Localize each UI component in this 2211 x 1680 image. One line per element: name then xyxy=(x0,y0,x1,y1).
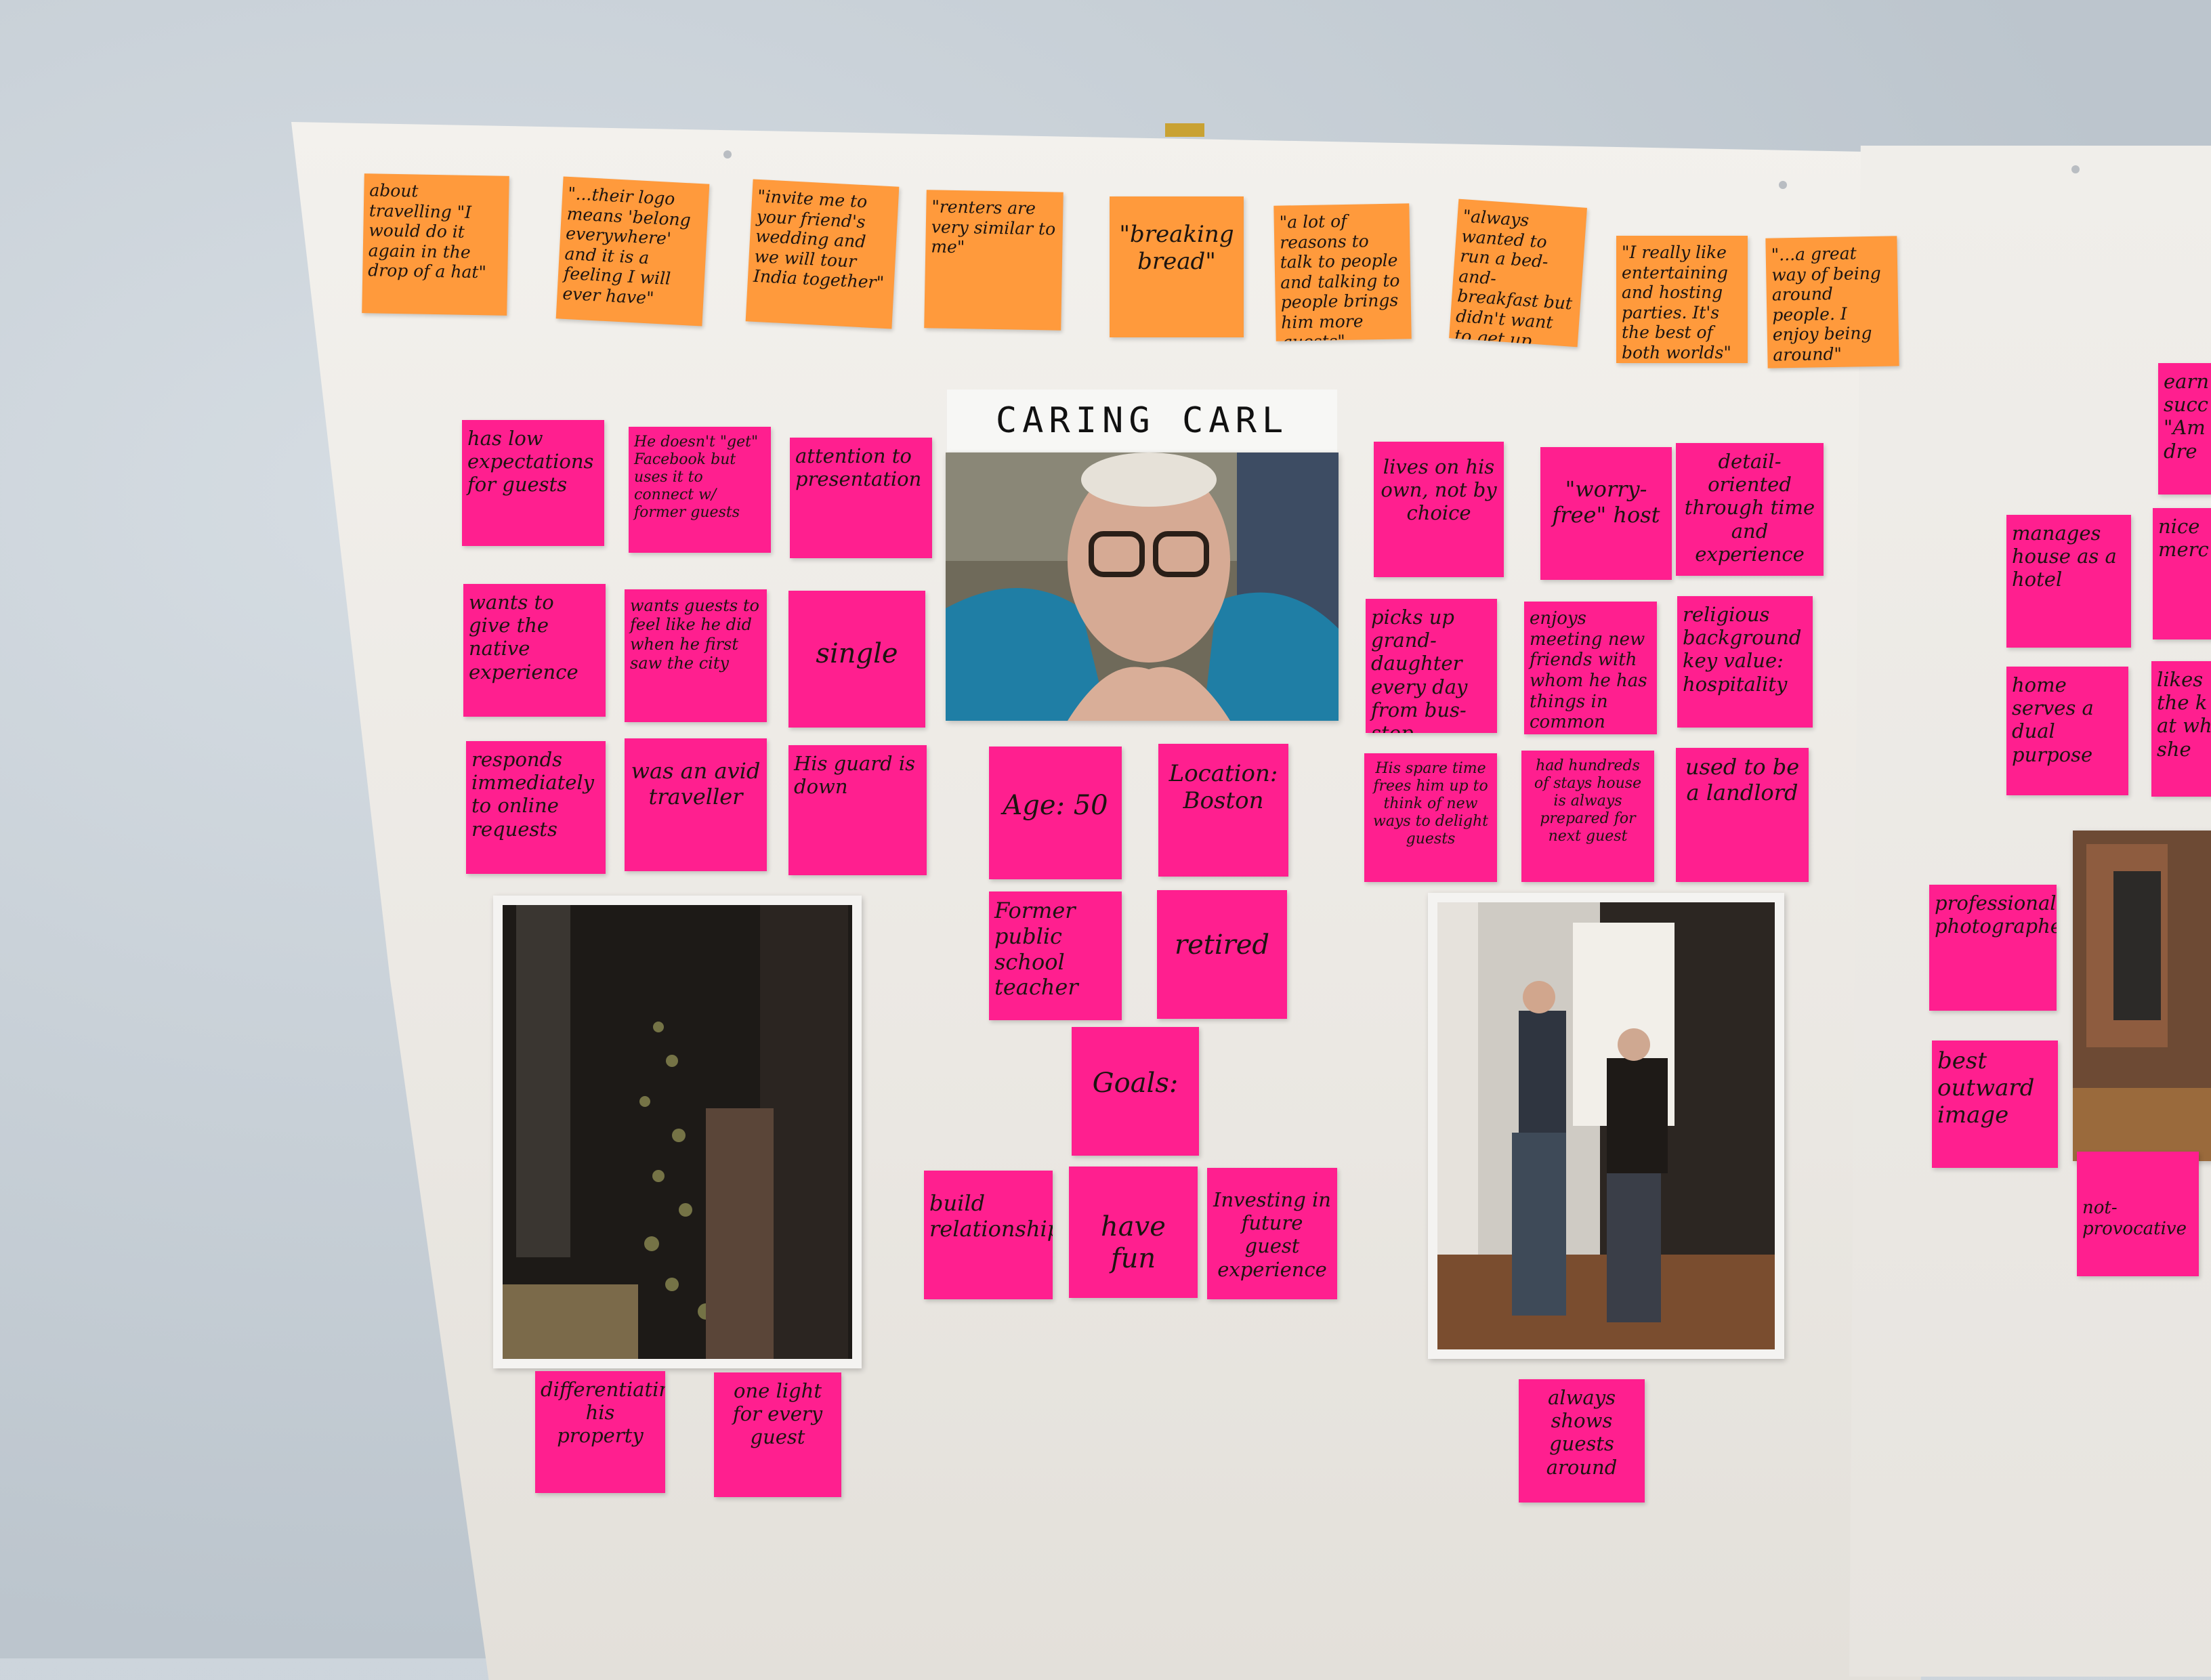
quote-note: "always wanted to run a bed-and-breakfas… xyxy=(1449,198,1587,348)
occupation-note: Former public school teacher xyxy=(989,891,1122,1020)
trait-note: single xyxy=(788,591,925,728)
quote-note: "...a great way of being around people. … xyxy=(1765,236,1899,369)
partial-note: nice merc xyxy=(2153,508,2211,639)
quote-note: "renters are very similar to me" xyxy=(924,190,1064,331)
goal-note: Investing in future guest experience xyxy=(1207,1168,1337,1299)
side-note: manages house as a hotel xyxy=(2006,515,2131,648)
side-note: not-provocative xyxy=(2077,1152,2199,1276)
location-note: Location: Boston xyxy=(1158,744,1288,877)
trait-note: He doesn't "get" Facebook but uses it to… xyxy=(629,427,771,553)
trait-note: wants guests to feel like he did when he… xyxy=(625,589,767,722)
quote-note: "I really like entertaining and hosting … xyxy=(1616,236,1748,363)
stairwell-image xyxy=(503,905,852,1359)
pin-icon xyxy=(1779,181,1787,189)
trait-note: has low expectations for guests xyxy=(462,420,604,546)
trait-note: His guard is down xyxy=(788,745,927,875)
trait-note: lives on his own, not by choice xyxy=(1374,442,1504,577)
quote-note: about travelling "I would do it again in… xyxy=(362,173,509,316)
quote-note: "invite me to your friend's wedding and … xyxy=(745,179,900,329)
trait-note: had hundreds of stays house is always pr… xyxy=(1521,751,1654,882)
pin-icon xyxy=(2071,165,2080,173)
loft-image xyxy=(2073,831,2211,1161)
partial-note: likes the k at wh she xyxy=(2151,661,2211,797)
age-note: Age: 50 xyxy=(989,747,1122,879)
trait-note: used to be a landlord xyxy=(1676,748,1809,882)
side-note: professional photographer xyxy=(1929,885,2057,1011)
trait-note: enjoys meeting new friends with whom he … xyxy=(1524,602,1657,734)
side-note: best outward image xyxy=(1932,1041,2058,1168)
trait-note: religious background key value: hospital… xyxy=(1677,596,1813,728)
persona-portrait xyxy=(946,453,1339,721)
interior-photo-kitchen xyxy=(1428,893,1784,1359)
side-note: home serves a dual purpose xyxy=(2006,667,2128,795)
trait-note: "worry-free" host xyxy=(1540,447,1672,580)
trait-note: wants to give the native experience xyxy=(463,584,606,717)
partial-photo xyxy=(2073,831,2211,1161)
trait-note: picks up grand-daughter every day from b… xyxy=(1366,599,1497,733)
trait-note: attention to presentation xyxy=(790,438,932,558)
bottom-note: differentiating his property xyxy=(535,1371,665,1493)
goals-heading: Goals: xyxy=(1072,1027,1199,1156)
bottom-note: always shows guests around xyxy=(1519,1379,1645,1503)
quote-note: "...their logo means 'belong everywhere'… xyxy=(555,176,710,327)
goal-note: build relationships xyxy=(924,1171,1053,1299)
bottom-note: one light for every guest xyxy=(714,1372,841,1497)
portrait-image xyxy=(946,453,1339,721)
interior-photo-stairwell xyxy=(493,896,862,1368)
tape-strip xyxy=(1165,123,1204,137)
trait-note: detail-oriented through time and experie… xyxy=(1676,443,1824,576)
quote-note: "a lot of reasons to talk to people and … xyxy=(1273,203,1412,341)
persona-title: CARING CARL xyxy=(947,390,1337,452)
partial-note: earn succ "Am dre xyxy=(2158,363,2211,495)
goal-note: have fun xyxy=(1069,1167,1198,1298)
status-note: retired xyxy=(1157,890,1287,1019)
trait-note: was an avid traveller xyxy=(625,738,767,871)
quote-note: "breaking bread" xyxy=(1110,196,1244,337)
trait-note: responds immediately to online requests xyxy=(466,741,606,874)
trait-note: His spare time frees him up to think of … xyxy=(1364,753,1497,882)
kitchen-image xyxy=(1437,902,1775,1349)
pin-icon xyxy=(723,150,732,159)
